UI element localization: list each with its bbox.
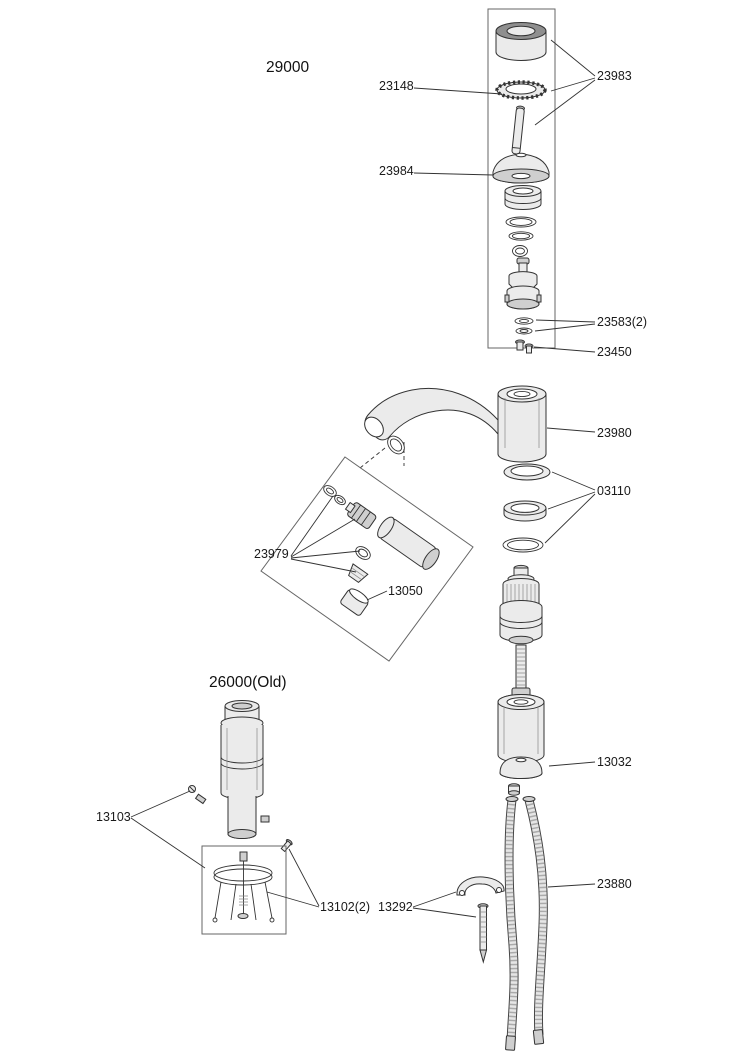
diverter-o-ring-3-part [355, 546, 371, 560]
diverter-detail-box [260, 456, 474, 662]
aerator-ring-part [340, 588, 369, 616]
part-label-13050: 13050 [388, 584, 423, 598]
old-screw-washer-part [188, 785, 207, 805]
assembly-title-29000: 29000 [266, 59, 310, 76]
washer-pair-part [514, 317, 534, 335]
part-label-13032: 13032 [597, 755, 632, 769]
screw-pair-part [515, 339, 534, 354]
o-ring-upper-part [505, 216, 537, 228]
part-label-23983: 23983 [597, 69, 632, 83]
old-mechanism-part [212, 851, 275, 923]
supply-hoses-part [504, 796, 548, 1051]
handle-lever-pin-part [511, 105, 525, 155]
diverter-valve-part [344, 501, 377, 529]
part-label-13103: 13103 [96, 810, 131, 824]
o-ring-mid-part [508, 231, 534, 241]
part-label-23880: 23880 [597, 877, 632, 891]
mounting-clip-part [456, 876, 505, 896]
part-label-23148: 23148 [379, 79, 414, 93]
leader-lines [130, 39, 596, 918]
part-label-03110: 03110 [597, 484, 631, 498]
handle-cap-part [495, 22, 547, 61]
dome-cover-part [492, 152, 550, 184]
o-ring-small-part [512, 245, 528, 257]
aerator-part [348, 563, 369, 583]
diverter-o-ring-1-part [323, 485, 337, 497]
part-label-23984: 23984 [379, 164, 414, 178]
faucet-body-part [497, 385, 547, 463]
part-label-23980: 23980 [597, 426, 632, 440]
old-screw-part [280, 839, 293, 853]
mounting-ring-part [504, 185, 542, 210]
threaded-shank-part [511, 644, 531, 697]
valve-housing-part [499, 564, 543, 645]
slip-ring-part [503, 500, 547, 522]
cartridge-part [504, 257, 542, 310]
spout-part [359, 388, 499, 469]
handle-adapter-ring-part [495, 80, 547, 100]
trim-ring-part [503, 463, 551, 481]
part-label-13292: 13292 [378, 900, 413, 914]
old-mechanism-box [201, 845, 287, 935]
o-ring-large-part [502, 537, 544, 553]
hose-nut-part [508, 783, 520, 796]
part-label-23583: 23583(2) [597, 315, 648, 329]
old-faucet-body-part [220, 700, 270, 839]
part-label-23450: 23450 [597, 345, 632, 359]
lower-body-part [497, 694, 545, 763]
dome-washer-part [499, 756, 543, 779]
diverter-o-ring-2-part [334, 494, 346, 506]
mounting-screw-part [477, 903, 489, 964]
spout-end-tube-part [377, 516, 440, 570]
diverter-parts-group [323, 485, 440, 616]
spout-ring-part [387, 435, 405, 455]
part-label-23979: 23979 [254, 547, 289, 561]
part-label-13102: 13102(2) [320, 900, 371, 914]
assembly-title-26000-old: 26000(Old) [209, 674, 287, 691]
